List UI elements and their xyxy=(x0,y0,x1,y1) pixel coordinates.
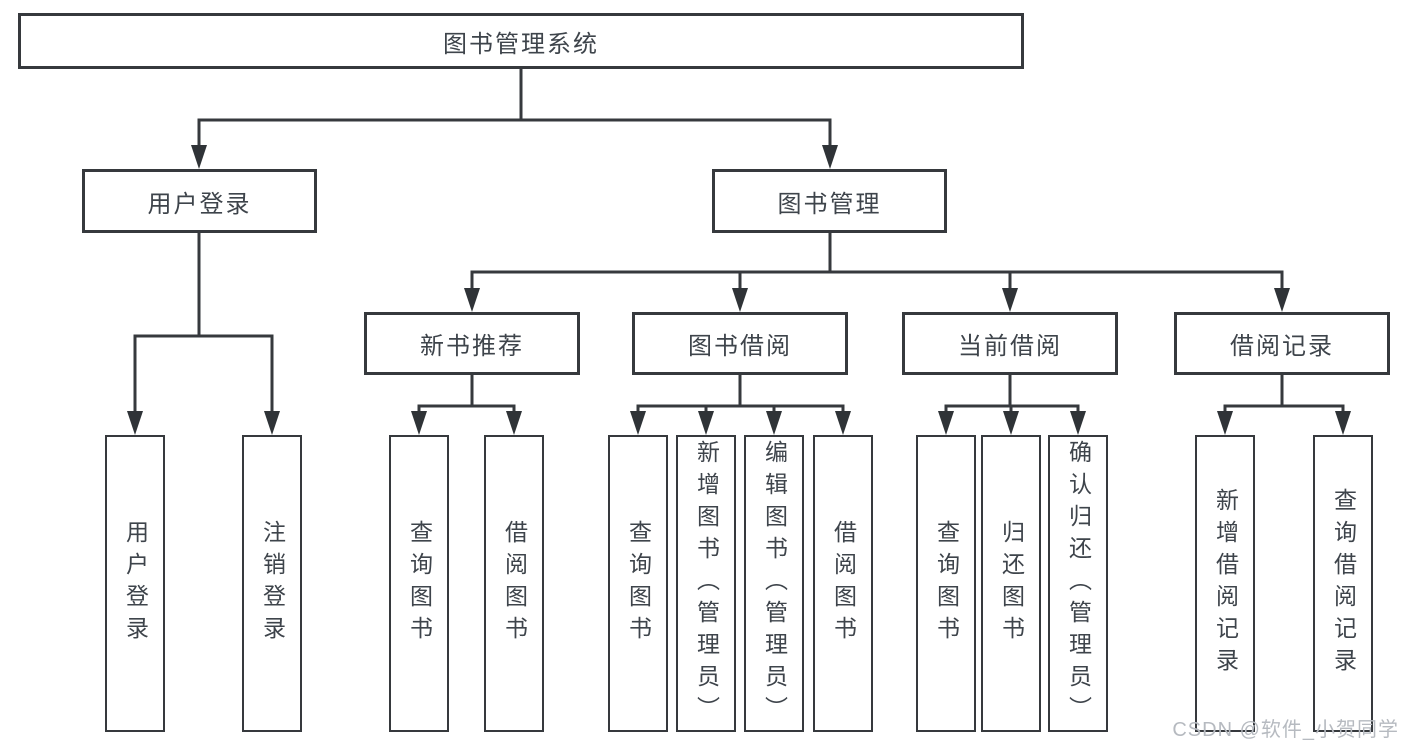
arrowhead-leaf-confirm-return xyxy=(1070,411,1086,435)
connector-user-login-split xyxy=(133,334,274,413)
arrowhead-leaf-return-books xyxy=(1003,411,1019,435)
arrowhead-leaf-logout xyxy=(264,411,280,435)
connector-new-books-split xyxy=(417,404,516,413)
arrowhead-leaf-query-record xyxy=(1335,411,1351,435)
arrowhead-leaf-user-login xyxy=(127,411,143,435)
csdn-watermark: CSDN @软件_小贺同学 xyxy=(1172,719,1399,741)
node-user-login: 用户登录 xyxy=(82,169,317,233)
arrowhead-leaf-query-books-c xyxy=(938,411,954,435)
arrowhead-leaf-query-books-b xyxy=(630,411,646,435)
node-book-borrowing: 图书借阅 xyxy=(632,312,848,375)
arrowhead-leaf-borrow-books-b xyxy=(835,411,851,435)
arrowhead-leaf-add-books xyxy=(698,411,714,435)
leaf-confirm-return-admin: 确认归还（管理员） xyxy=(1048,435,1108,732)
leaf-query-books: 查询图书 xyxy=(608,435,668,732)
leaf-query-books: 查询图书 xyxy=(916,435,976,732)
arrowhead-leaf-add-record xyxy=(1217,411,1233,435)
node-book-management: 图书管理 xyxy=(712,169,947,233)
node-current-borrowing: 当前借阅 xyxy=(902,312,1118,375)
leaf-query-books: 查询图书 xyxy=(389,435,449,732)
arrowhead-leaf-borrow-books-a xyxy=(506,411,522,435)
connector-book-mgmt-split xyxy=(470,270,1284,290)
leaf-add-borrow-record: 新增借阅记录 xyxy=(1195,435,1255,732)
leaf-user-login: 用户登录 xyxy=(105,435,165,732)
node-new-book-recommend: 新书推荐 xyxy=(364,312,580,375)
connector-borrow-records-split xyxy=(1223,404,1345,413)
arrowhead-leaf-edit-books xyxy=(766,411,782,435)
arrowhead-borrow-records xyxy=(1274,288,1290,312)
node-library-system: 图书管理系统 xyxy=(18,13,1024,69)
arrowhead-book-borrow xyxy=(732,288,748,312)
arrowhead-current-borrow xyxy=(1002,288,1018,312)
node-borrowing-records: 借阅记录 xyxy=(1174,312,1390,375)
connector-root-split xyxy=(197,118,832,147)
arrowhead-leaf-query-books-a xyxy=(411,411,427,435)
arrowhead-book-mgmt xyxy=(822,145,838,169)
leaf-logout-login: 注销登录 xyxy=(242,435,302,732)
leaf-edit-books-admin: 编辑图书（管理员） xyxy=(744,435,804,732)
leaf-borrow-books: 借阅图书 xyxy=(813,435,873,732)
arrowhead-user-login xyxy=(191,145,207,169)
connector-book-borrow-split xyxy=(636,404,845,413)
arrowhead-new-books xyxy=(464,288,480,312)
leaf-add-books-admin: 新增图书（管理员） xyxy=(676,435,736,732)
leaf-query-borrow-record: 查询借阅记录 xyxy=(1313,435,1373,732)
leaf-return-books: 归还图书 xyxy=(981,435,1041,732)
leaf-borrow-books: 借阅图书 xyxy=(484,435,544,732)
